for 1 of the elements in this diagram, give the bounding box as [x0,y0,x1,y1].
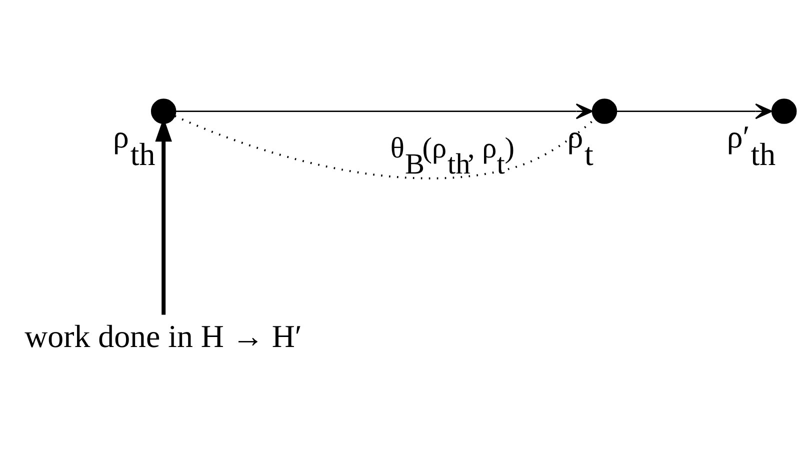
node-text: work done in H → H′ [24,318,302,354]
